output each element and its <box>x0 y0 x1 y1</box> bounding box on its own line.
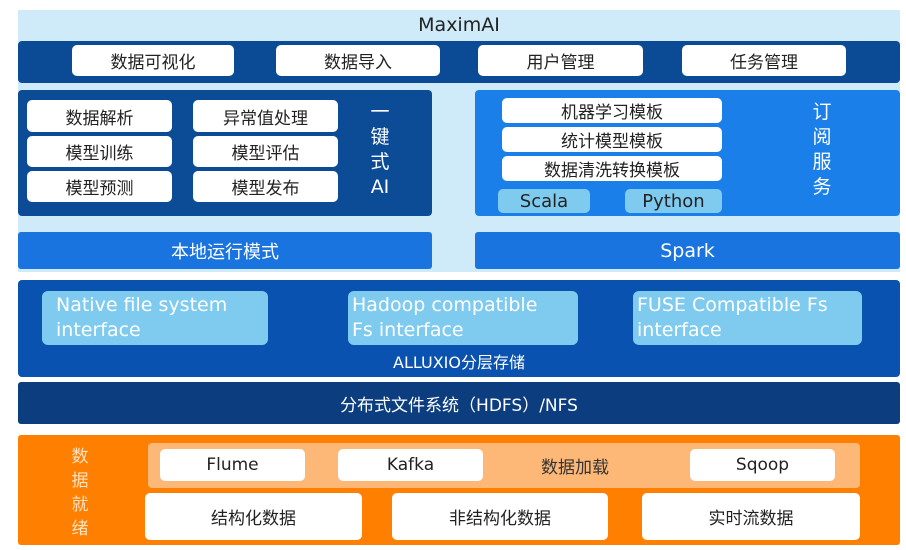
outlier-handling-box: 异常值处理 <box>193 100 338 132</box>
native-fs-interface-box: Native file system interface <box>42 291 268 345</box>
data-visualization-box: 数据可视化 <box>72 45 234 76</box>
model-training-box: 模型训练 <box>27 136 172 167</box>
fuse-fs-interface-box: FUSE Compatible Fs interface <box>633 291 862 345</box>
structured-data-box: 结构化数据 <box>145 493 362 540</box>
unstructured-data-box: 非结构化数据 <box>392 493 608 540</box>
ml-template-box: 机器学习模板 <box>502 98 722 123</box>
data-import-box: 数据导入 <box>276 45 440 76</box>
task-management-box: 任务管理 <box>682 45 846 76</box>
data-ready-label: 数据就绪 <box>71 447 89 539</box>
data-parsing-box: 数据解析 <box>27 100 172 132</box>
flume-box: Flume <box>160 449 305 481</box>
subscription-label: 订阅服务 <box>812 101 832 198</box>
user-management-box: 用户管理 <box>478 45 643 76</box>
spark-bar: Spark <box>475 232 900 269</box>
local-run-mode-bar: 本地运行模式 <box>18 232 432 269</box>
sqoop-box: Sqoop <box>690 449 835 481</box>
realtime-stream-data-box: 实时流数据 <box>642 493 860 540</box>
data-loading-label: 数据加载 <box>541 457 609 478</box>
model-publish-box: 模型发布 <box>193 171 338 202</box>
alluxio-label: ALLUXIO分层存储 <box>393 353 525 372</box>
stat-model-template-box: 统计模型模板 <box>502 127 722 152</box>
scala-box: Scala <box>498 189 590 213</box>
title: MaximAI <box>418 14 500 36</box>
kafka-box: Kafka <box>338 449 483 481</box>
model-evaluation-box: 模型评估 <box>193 136 338 167</box>
python-box: Python <box>625 189 722 213</box>
model-prediction-box: 模型预测 <box>27 171 172 202</box>
one-click-ai-label: 一键式AI <box>370 101 390 198</box>
hdfs-bar: 分布式文件系统（HDFS）/NFS <box>18 382 900 424</box>
data-cleaning-template-box: 数据清洗转换模板 <box>502 156 722 181</box>
hadoop-fs-interface-box: Hadoop compatible Fs interface <box>348 291 578 345</box>
